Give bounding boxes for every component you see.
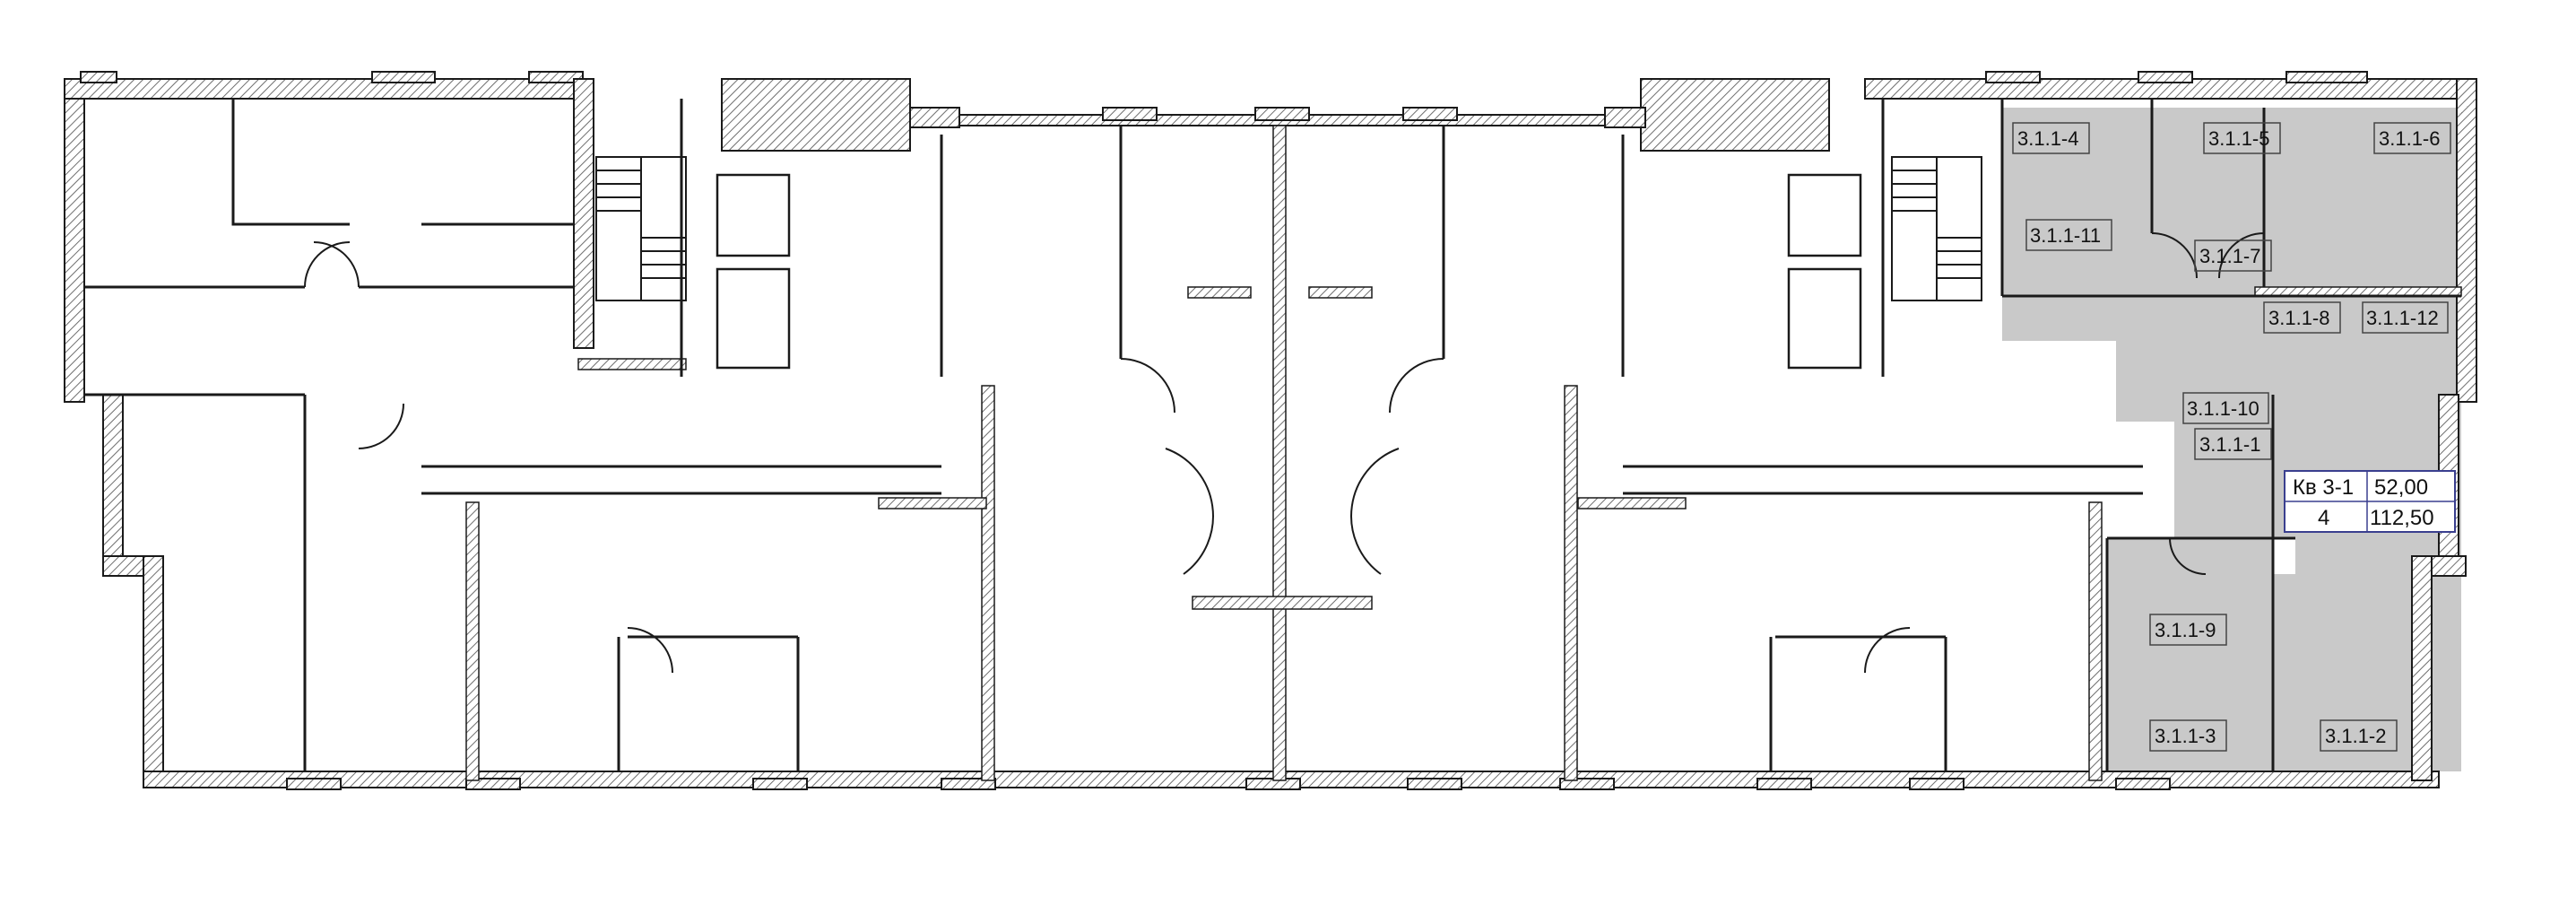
apartment-name: Кв 3-1 xyxy=(2293,475,2354,500)
interior-walls xyxy=(465,125,2462,781)
partition-lines xyxy=(84,99,2461,771)
room-labels: 3.1.1-4 3.1.1-5 3.1.1-6 3.1.1-11 3.1.1-7… xyxy=(2012,122,2451,752)
staircase-left xyxy=(595,156,687,301)
apartment-rooms-count: 4 xyxy=(2318,506,2329,530)
room-label: 3.1.1-3 xyxy=(2155,725,2216,747)
exterior-walls xyxy=(64,71,2477,790)
room-label: 3.1.1-12 xyxy=(2366,307,2439,329)
room-label: 3.1.1-1 xyxy=(2199,433,2261,456)
room-label: 3.1.1-2 xyxy=(2325,725,2387,747)
apartment-living-area: 52,00 xyxy=(2374,475,2428,500)
room-label: 3.1.1-6 xyxy=(2379,127,2441,150)
room-label: 3.1.1-9 xyxy=(2155,619,2216,641)
room-label: 3.1.1-8 xyxy=(2268,307,2330,329)
apartment-info-box: Кв 3-1 52,00 4 112,50 xyxy=(2284,470,2456,533)
room-label: 3.1.1-5 xyxy=(2208,127,2270,150)
room-label: 3.1.1-4 xyxy=(2017,127,2079,150)
door-swings xyxy=(304,232,2265,674)
elevator-shafts xyxy=(716,173,1862,370)
apartment-total-area: 112,50 xyxy=(2370,506,2434,530)
room-label: 3.1.1-10 xyxy=(2187,397,2259,420)
room-label: 3.1.1-7 xyxy=(2199,245,2261,267)
room-label: 3.1.1-11 xyxy=(2030,224,2101,247)
staircase-right xyxy=(1891,156,1982,301)
